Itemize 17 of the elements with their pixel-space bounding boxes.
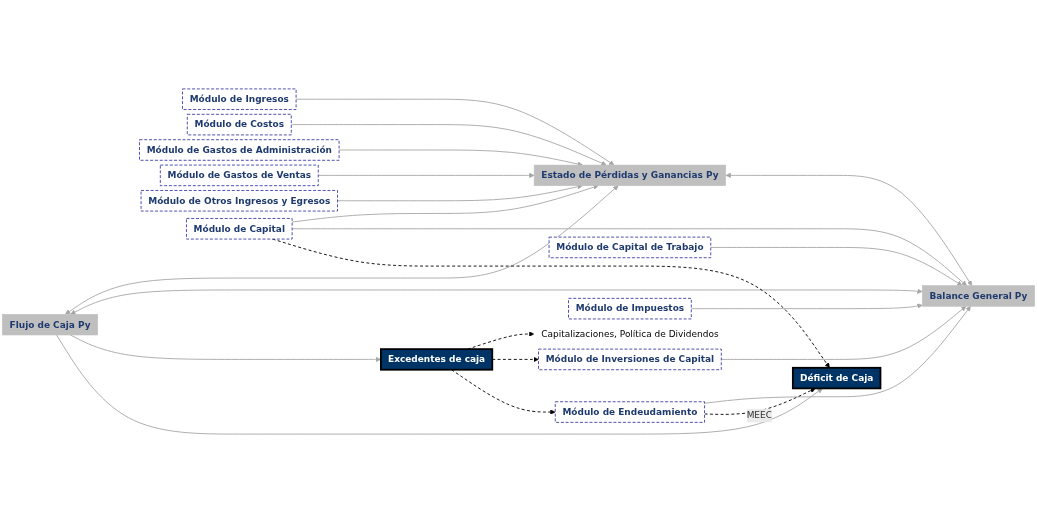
node-box: Módulo de Capital de Trabajo xyxy=(548,236,712,259)
node-box: Módulo de Impuestos xyxy=(568,297,692,320)
node-box: Módulo de Endeudamiento xyxy=(554,401,705,423)
node-box: Módulo de Gastos de Ventas xyxy=(159,164,319,187)
node-box: Flujo de Caja Py xyxy=(2,314,98,336)
node-box: Módulo de Costos xyxy=(186,113,292,136)
node-box: Déficit de Caja xyxy=(791,366,882,390)
node-box: Módulo de Inversiones de Capital xyxy=(538,348,722,371)
edge-label: MEEC xyxy=(746,409,772,421)
node-box: Estado de Pérdidas y Ganancias Py xyxy=(533,164,726,186)
node-box: Balance General Py xyxy=(922,285,1035,307)
node-box: Módulo de Gastos de Administración xyxy=(139,139,340,161)
node-box: Módulo de Capital xyxy=(186,218,293,240)
node-box: Módulo de Ingresos xyxy=(182,88,297,110)
node-box: Excedentes de caja xyxy=(380,348,494,371)
node-box: Módulo de Otros Ingresos y Egresos xyxy=(140,190,338,212)
node-text: Capitalizaciones, Política de Dividendos xyxy=(541,328,719,340)
